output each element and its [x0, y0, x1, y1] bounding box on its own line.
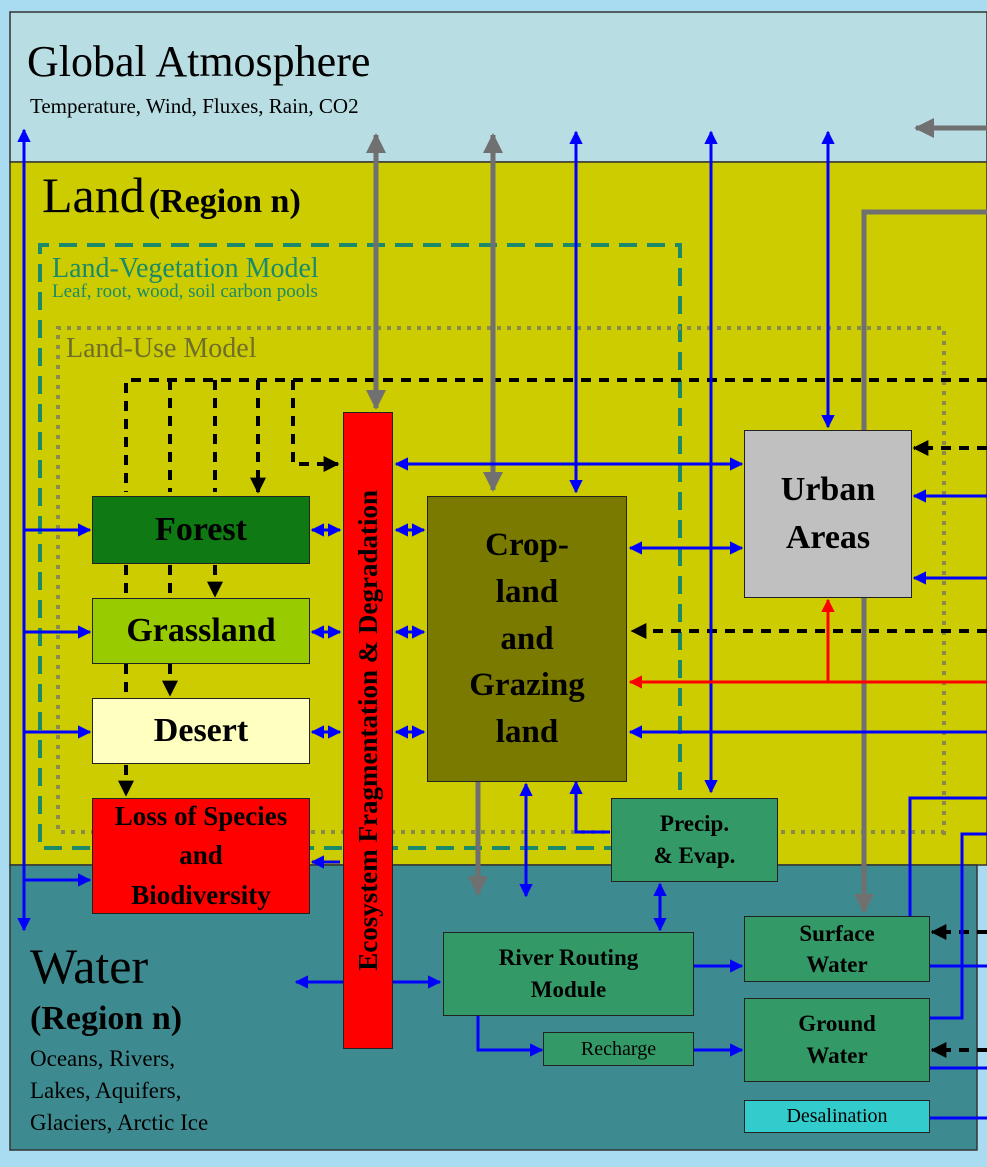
- surface-water-box: Surface Water: [744, 916, 930, 982]
- blue-flux-arrows: [17, 128, 987, 1120]
- grassland-label: Grassland: [126, 612, 276, 649]
- precip-evap-box: Precip. & Evap.: [611, 798, 778, 882]
- vegetation-model-title: Land-Vegetation Model: [52, 253, 319, 284]
- red-flux-arrows: [628, 598, 987, 689]
- water-description: Oceans, Rivers, Lakes, Aquifers, Glacier…: [30, 1046, 209, 1135]
- river-routing-box: River Routing Module: [443, 932, 694, 1016]
- cropland-box: Crop- land and Grazing land: [427, 496, 627, 782]
- precip-evap-label: Precip. & Evap.: [653, 810, 736, 868]
- river-routing-label: River Routing Module: [498, 944, 639, 1002]
- loss-of-species-box: Loss of Species and Biodiversity: [92, 798, 310, 914]
- atmosphere-subtitle: Temperature, Wind, Fluxes, Rain, CO2: [30, 94, 359, 118]
- atmosphere-region: [9, 11, 987, 163]
- urban-areas-label: Urban Areas: [780, 471, 876, 556]
- desalination-label: Desalination: [786, 1105, 888, 1127]
- water-region-label: (Region n): [30, 1000, 183, 1037]
- grassland-box: Grassland: [92, 598, 310, 664]
- ecosystem-fragmentation-box: Ecosystem Fragmentation & Degradation: [343, 412, 393, 1049]
- water-title: Water: [30, 938, 149, 994]
- land-title-block: Land (Region n): [42, 166, 301, 224]
- desert-box: Desert: [92, 698, 310, 764]
- ground-water-label: Ground Water: [798, 1010, 876, 1068]
- gray-flux-arrows: [366, 118, 987, 914]
- land-region-label: (Region n): [148, 183, 301, 220]
- desert-label: Desert: [153, 712, 249, 749]
- urban-areas-box: Urban Areas: [744, 430, 912, 598]
- land-use-model-title: Land-Use Model: [66, 333, 257, 364]
- recharge-label: Recharge: [580, 1037, 657, 1060]
- ground-water-box: Ground Water: [744, 998, 930, 1082]
- atmosphere-title: Global Atmosphere: [27, 37, 371, 86]
- surface-water-label: Surface Water: [799, 920, 875, 977]
- land-title: Land: [42, 167, 145, 223]
- land-use-feedback-arrows: [118, 378, 987, 1058]
- ecosystem-fragmentation-label: Ecosystem Fragmentation & Degradation: [352, 490, 383, 971]
- cropland-label: Crop- land and Grazing land: [469, 526, 585, 751]
- recharge-box: Recharge: [543, 1032, 694, 1066]
- desalination-box: Desalination: [744, 1100, 930, 1133]
- loss-of-species-label: Loss of Species and Biodiversity: [114, 801, 288, 910]
- vegetation-model-subtitle: Leaf, root, wood, soil carbon pools: [52, 281, 318, 302]
- forest-label: Forest: [155, 511, 247, 548]
- forest-box: Forest: [92, 496, 310, 564]
